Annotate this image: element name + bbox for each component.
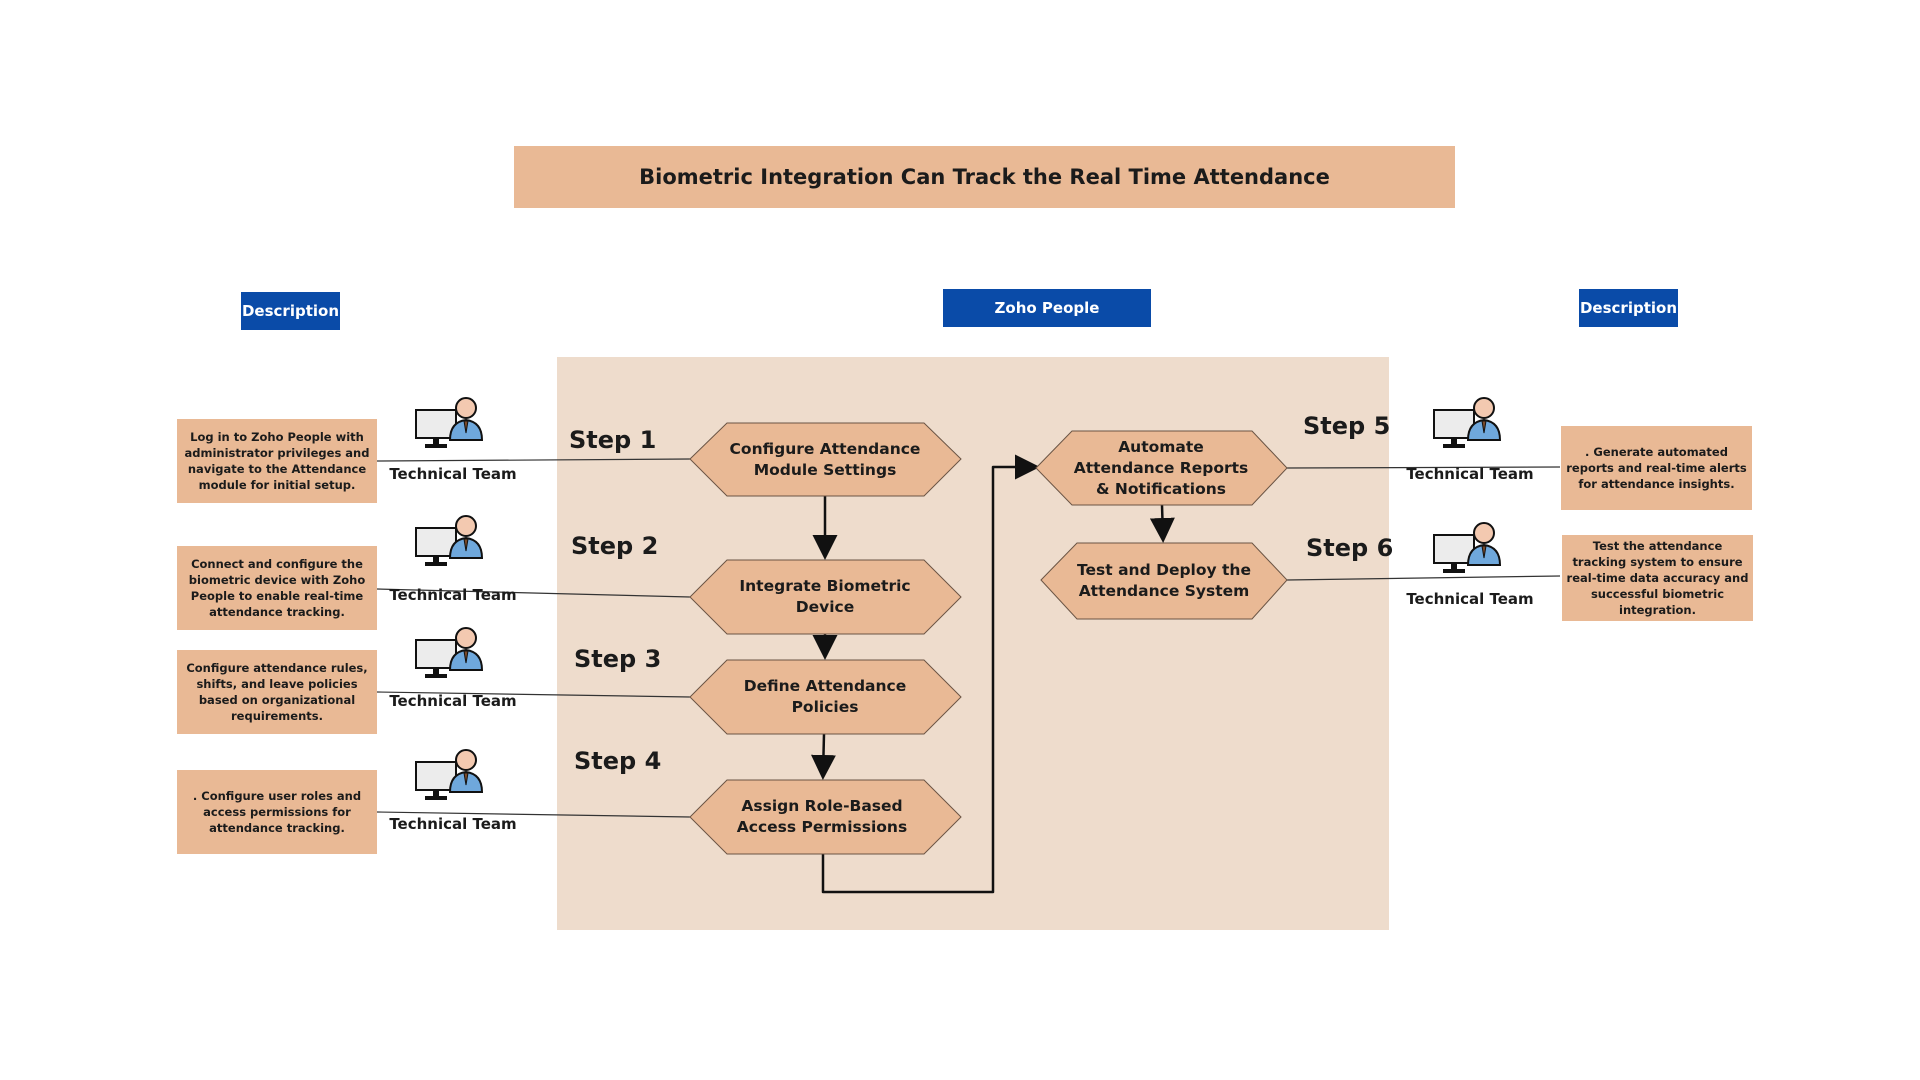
left-description-header: Description (241, 292, 340, 330)
technician-computer-icon (1433, 397, 1501, 449)
step-label-4: Step 4 (574, 747, 662, 775)
description-card-step-1: Log in to Zoho People with administrator… (177, 419, 377, 503)
technician-computer-icon (415, 397, 483, 449)
connector-step-5 (1286, 466, 1561, 469)
diagram-title: Biometric Integration Can Track the Real… (514, 146, 1455, 208)
step-label-3: Step 3 (574, 645, 662, 673)
description-card-step-2: Connect and configure the biometric devi… (177, 546, 377, 630)
arrow-5-6 (1149, 504, 1175, 543)
connector-step-2 (376, 588, 691, 598)
description-card-step-5: . Generate automated reports and real-ti… (1561, 426, 1752, 510)
hexagon-step-4 (689, 779, 962, 855)
right-description-header: Description (1579, 289, 1678, 327)
hexagon-label-step-1: Configure Attendance Module Settings (729, 440, 921, 479)
hexagon-label-step-5: Automate Attendance Reports & Notificati… (1073, 437, 1249, 498)
team-label-step-6: Technical Team (1406, 590, 1534, 608)
hexagon-label-step-4: Assign Role-Based Access Permissions (736, 797, 908, 836)
hexagon-step-5 (1035, 430, 1288, 506)
hexagon-step-2 (689, 559, 962, 635)
description-card-step-3: Configure attendance rules, shifts, and … (177, 650, 377, 734)
hexagon-step-1 (689, 422, 962, 497)
hexagon-step-3 (689, 659, 962, 735)
technician-computer-icon (415, 749, 483, 801)
connector-step-1 (376, 458, 691, 462)
connector-step-6 (1286, 575, 1561, 581)
description-card-step-4: . Configure user roles and access permis… (177, 770, 377, 854)
technician-computer-icon (415, 515, 483, 567)
hexagon-label-step-2: Integrate Biometric Device (739, 577, 911, 616)
hexagon-label-step-3: Define Attendance Policies (743, 677, 907, 716)
connector-step-4 (376, 811, 691, 818)
team-label-step-1: Technical Team (389, 465, 517, 483)
team-label-step-2: Technical Team (389, 586, 517, 604)
step-label-6: Step 6 (1306, 534, 1394, 562)
team-label-step-3: Technical Team (389, 692, 517, 710)
zoho-people-header: Zoho People (943, 289, 1151, 327)
hexagon-step-6 (1040, 542, 1288, 620)
step-label-1: Step 1 (569, 426, 657, 454)
hexagon-label-step-6: Test and Deploy the Attendance System (1077, 561, 1251, 600)
description-card-step-6: Test the attendance tracking system to e… (1562, 535, 1753, 621)
connector-step-3 (376, 691, 691, 698)
technician-computer-icon (415, 627, 483, 679)
arrow-3-4 (810, 733, 836, 780)
team-label-step-5: Technical Team (1406, 465, 1534, 483)
arrow-4-5 (821, 454, 1040, 894)
team-label-step-4: Technical Team (389, 815, 517, 833)
step-label-5: Step 5 (1303, 412, 1391, 440)
technician-computer-icon (1433, 522, 1501, 574)
step-label-2: Step 2 (571, 532, 659, 560)
